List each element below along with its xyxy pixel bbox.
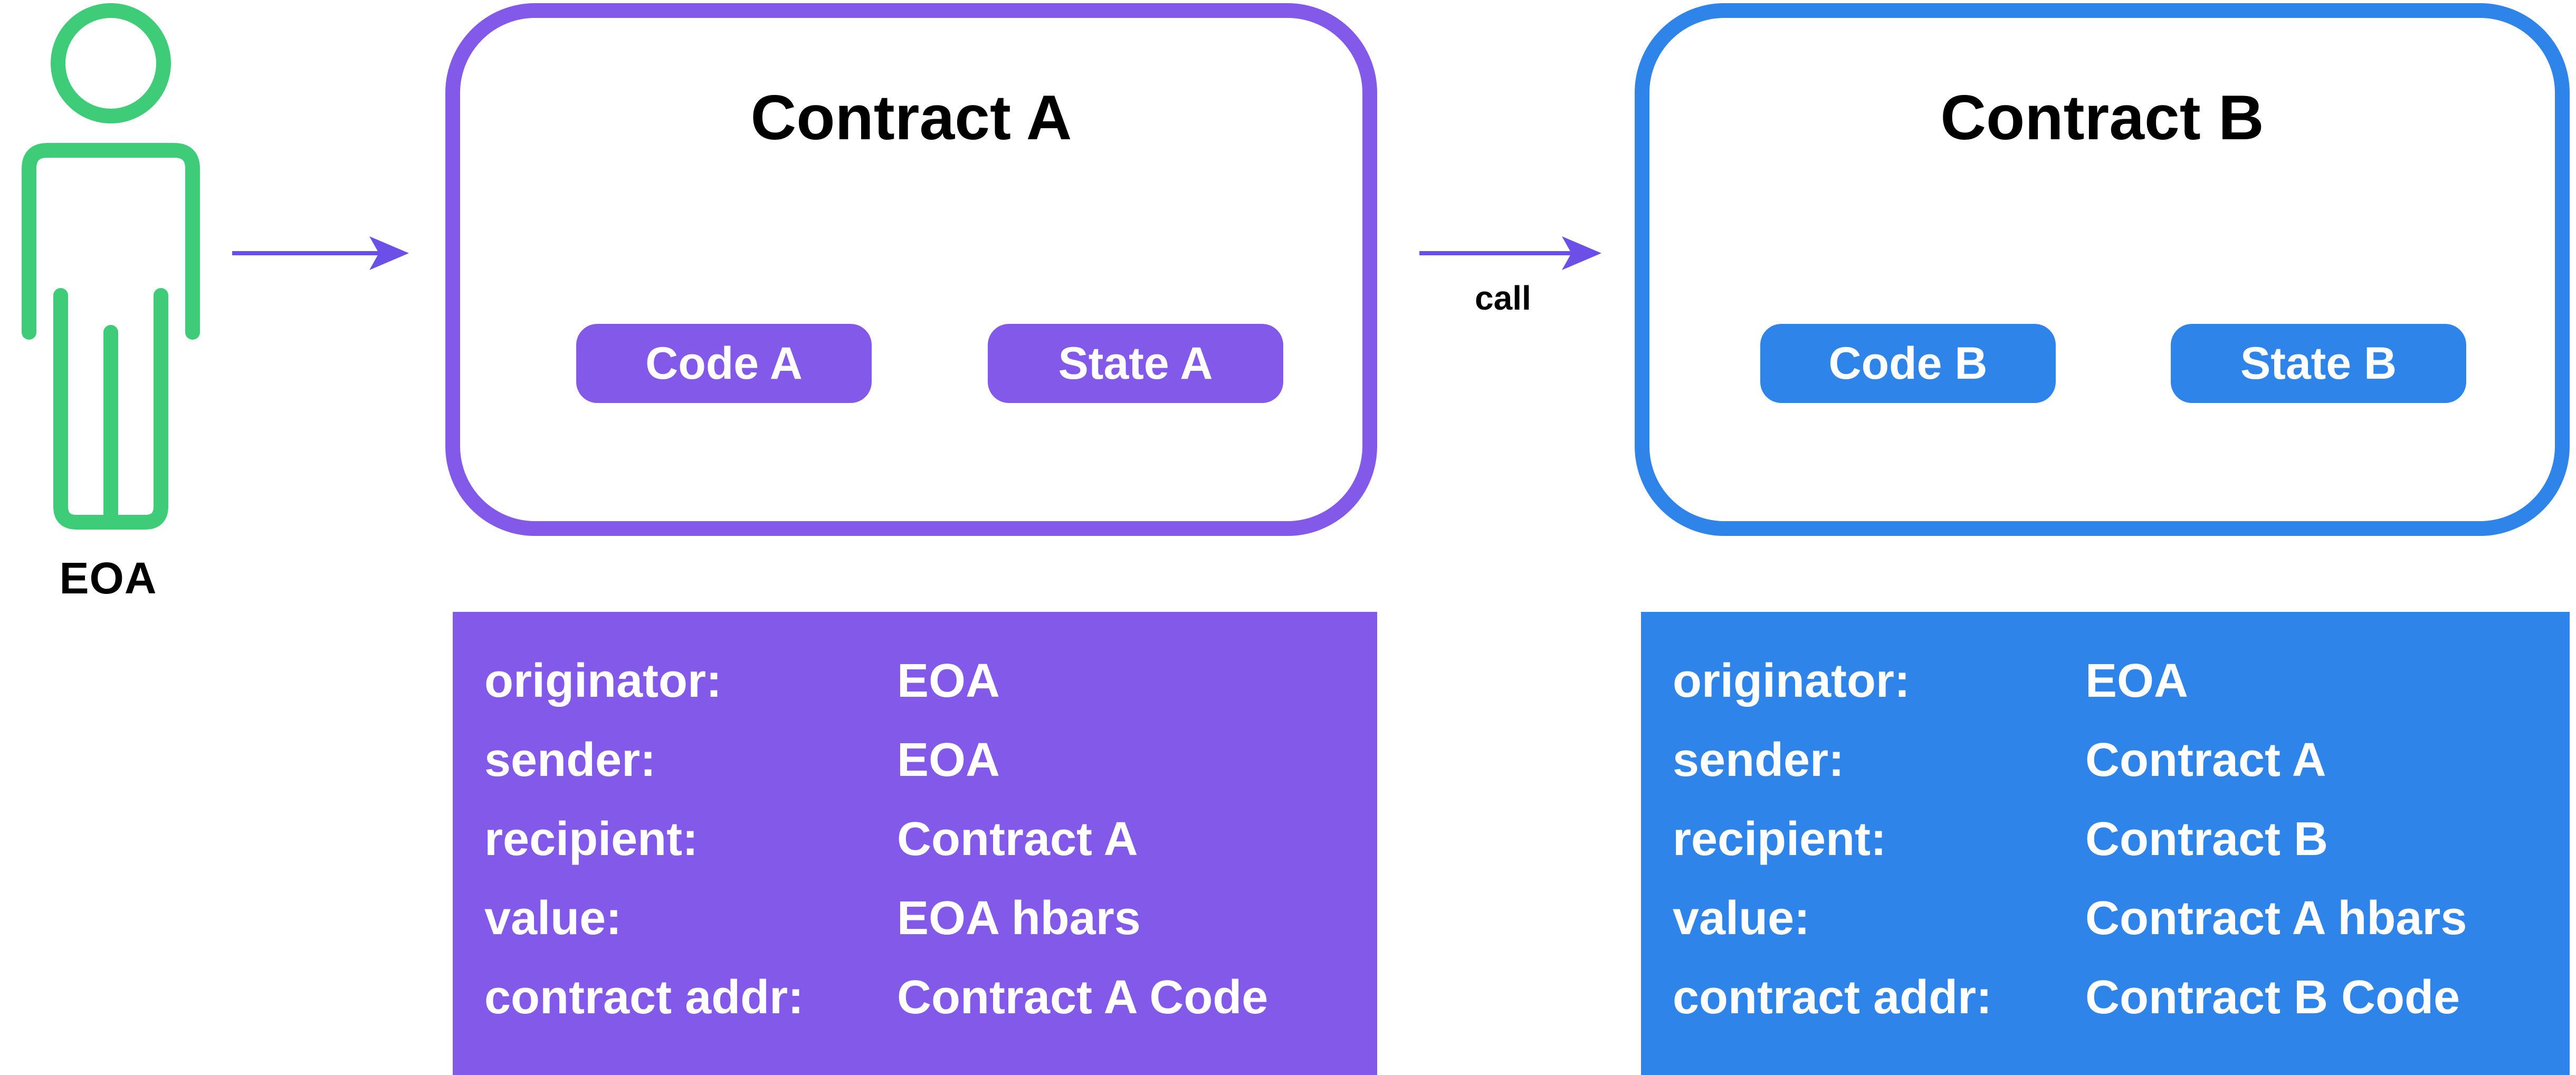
contract-a-box: Contract A Code A State A [445,3,1377,536]
row-value: Contract B Code [2085,971,2460,1024]
row-value: Contract A Code [897,971,1268,1024]
row-key: originator: [1673,655,1910,707]
code-b-pill: Code B [1760,324,2056,403]
contract-b-title: Contract B [1940,82,2264,153]
state-a-pill: State A [988,324,1283,403]
row-key: contract addr: [484,971,804,1024]
row-key: originator: [484,655,722,707]
row-value: EOA [897,655,1000,707]
contract-b-context-table: originator: EOA sender: Contract A recip… [1641,612,2570,1075]
row-key: sender: [1673,734,1845,786]
row-value: Contract B [2085,813,2329,866]
row-value: Contract A [897,813,1138,866]
arrow-eoa-to-contract-a [232,232,412,274]
row-value: Contract A hbars [2085,892,2467,945]
eoa-person-icon [11,0,211,543]
state-b-pill: State B [2171,324,2466,403]
call-label: call [1475,279,1531,317]
row-key: recipient: [1673,813,1887,866]
row-value: Contract A [2085,734,2326,786]
row-value: EOA [2085,655,2189,707]
row-key: sender: [484,734,656,786]
arrow-call [1419,232,1604,274]
row-key: recipient: [484,813,699,866]
row-key: contract addr: [1673,971,1992,1024]
row-value: EOA hbars [897,892,1141,945]
row-value: EOA [897,734,1000,786]
code-a-pill: Code A [576,324,872,403]
eoa-label: EOA [59,553,157,603]
contract-a-context-table: originator: EOA sender: EOA recipient: C… [453,612,1377,1075]
row-key: value: [1673,892,1810,945]
contract-a-title: Contract A [750,82,1072,153]
row-key: value: [484,892,622,945]
contract-b-box: Contract B Code B State B [1635,3,2570,536]
